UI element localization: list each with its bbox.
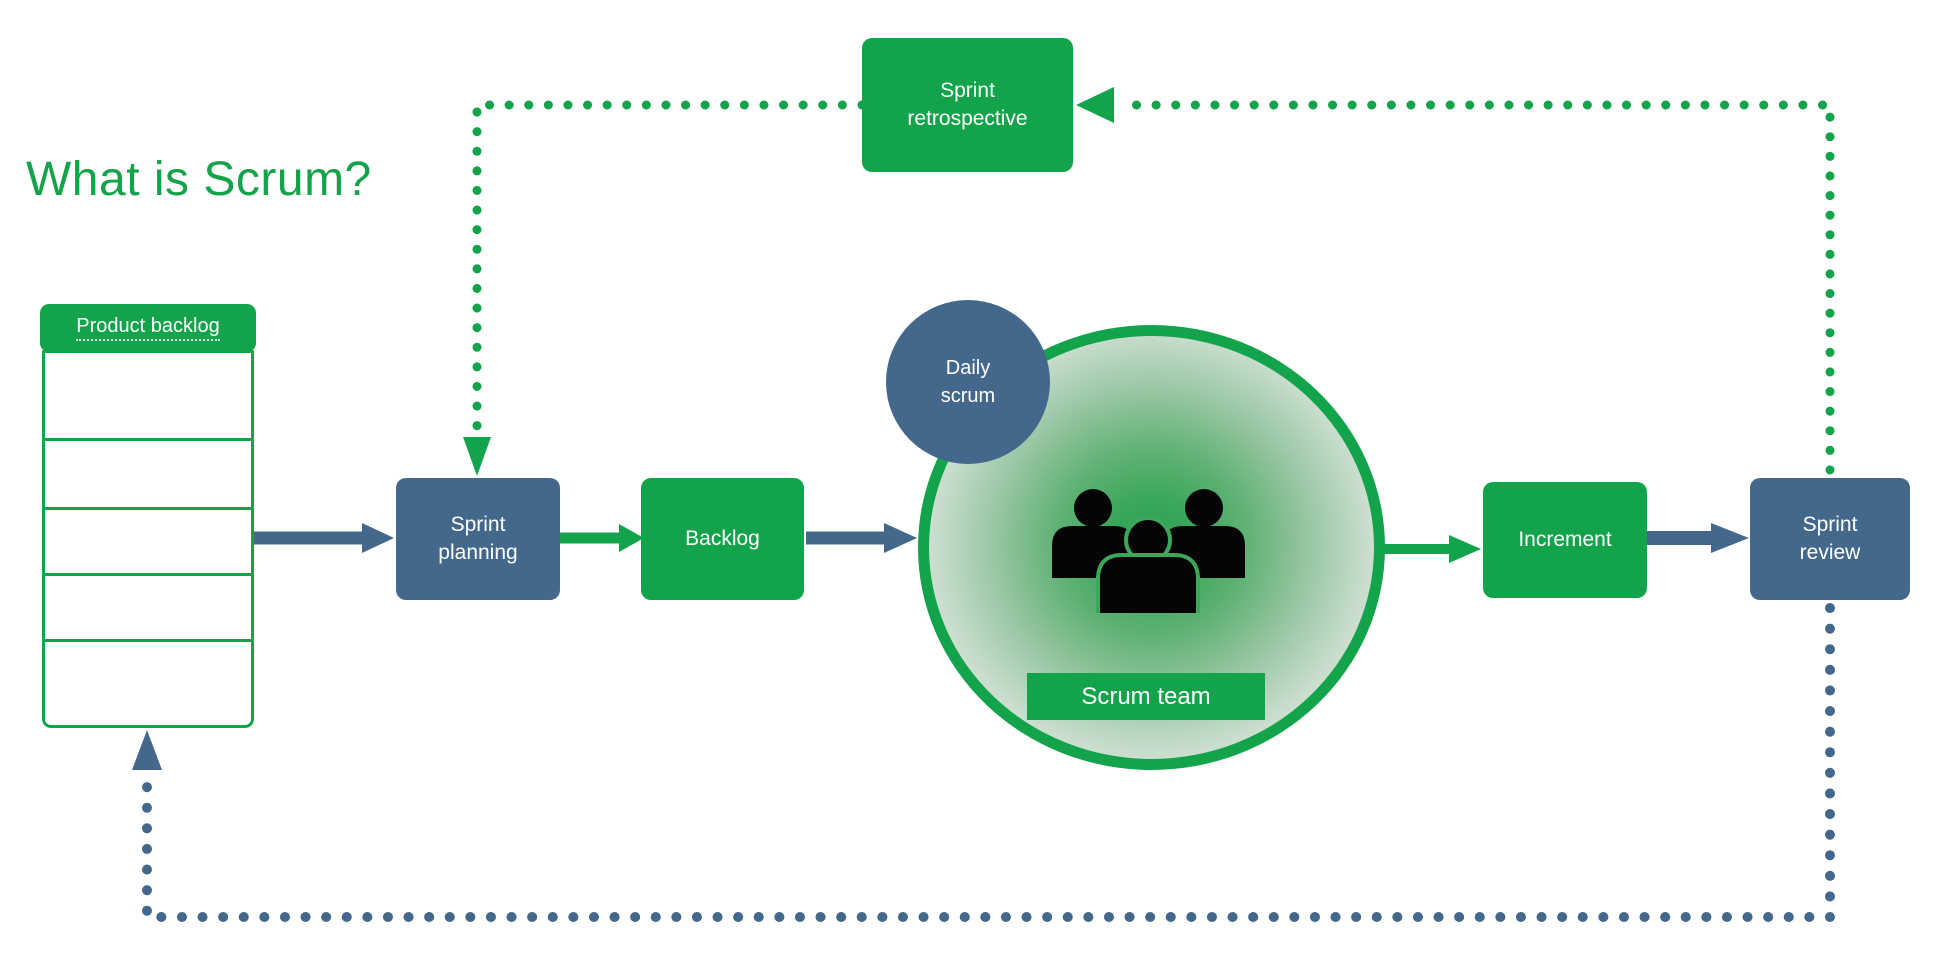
scrum-team-circle xyxy=(918,325,1385,770)
arrow-scrum-team-to-increment xyxy=(1383,535,1481,563)
arrow-planning-to-backlog xyxy=(560,524,644,552)
dotted-arrow-review-to-product-backlog xyxy=(142,603,1835,922)
product-backlog-header: Product backlog xyxy=(40,304,256,352)
node-backlog: Backlog xyxy=(641,478,804,600)
dotted-arrow-retrospective-to-planning xyxy=(472,100,867,437)
arrow-backlog-to-scrum-team xyxy=(806,523,917,553)
arrowhead-left-into-retrospective xyxy=(1076,87,1114,123)
product-backlog-row xyxy=(45,642,251,725)
sprint-planning-label: Sprint planning xyxy=(438,512,518,564)
arrow-backlog-to-planning xyxy=(254,523,394,553)
product-backlog-row xyxy=(45,576,251,642)
scrum-team-label: Scrum team xyxy=(1081,682,1211,710)
sprint-review-label: Sprint review xyxy=(1799,512,1861,564)
page-title: What is Scrum? xyxy=(26,153,372,206)
arrow-increment-to-review xyxy=(1647,523,1749,553)
node-sprint-planning: Sprint planning xyxy=(396,478,560,600)
node-increment: Increment xyxy=(1483,482,1647,598)
increment-label: Increment xyxy=(1518,527,1612,551)
people-group-icon xyxy=(1052,489,1245,613)
node-daily-scrum: Daily scrum xyxy=(886,300,1050,464)
node-sprint-retrospective: Sprint retrospective xyxy=(862,38,1073,172)
scrum-team-badge: Scrum team xyxy=(1027,673,1265,720)
backlog-label: Backlog xyxy=(685,526,760,550)
arrowhead-down-into-sprint-planning xyxy=(463,437,491,476)
product-backlog-row xyxy=(45,353,251,441)
sprint-retrospective-label: Sprint retrospective xyxy=(907,78,1028,130)
product-backlog-row xyxy=(45,510,251,576)
product-backlog-row xyxy=(45,441,251,510)
product-backlog-label: Product backlog xyxy=(76,315,220,341)
product-backlog-list xyxy=(42,350,254,728)
arrowhead-up-into-product-backlog xyxy=(132,730,162,770)
daily-scrum-label: Daily scrum xyxy=(940,357,996,407)
dotted-arrow-review-to-retrospective xyxy=(1117,100,1835,475)
node-sprint-review: Sprint review xyxy=(1750,478,1910,600)
